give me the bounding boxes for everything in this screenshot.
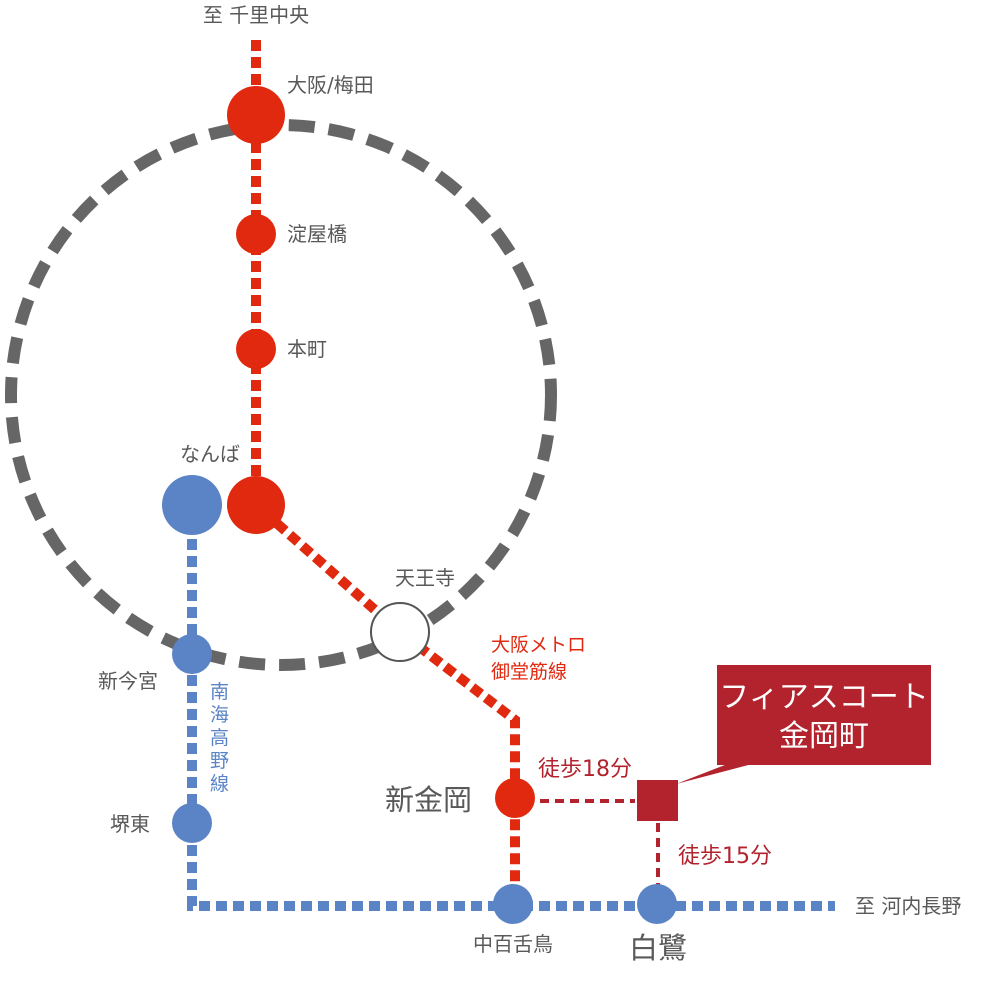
walk-time-shirasagi: 徒歩15分 — [678, 844, 772, 869]
walk-routes — [540, 799, 660, 885]
station-tennoji-marker — [370, 602, 430, 662]
station-shinkanaoka-label: 新金岡 — [385, 783, 472, 817]
station-shirasagi-label: 白鷺 — [629, 931, 687, 965]
station-yodoyabashi-label: 淀屋橋 — [287, 222, 347, 246]
line-label-metro-1: 大阪メトロ — [491, 634, 586, 656]
direction-north: 至 千里中央 — [203, 3, 309, 27]
station-shin-imamiya-label: 新今宮 — [98, 669, 158, 693]
nankai-koya-line — [187, 505, 835, 911]
station-namba-nankai-marker — [162, 475, 222, 535]
walk-time-shinkanaoka: 徒歩18分 — [538, 757, 632, 782]
station-shinkanaoka-marker — [495, 778, 535, 818]
station-namba-label: なんば — [180, 442, 240, 466]
station-namba-metro-marker — [227, 476, 285, 534]
midosuji-line — [251, 40, 520, 906]
station-tennoji-label: 天王寺 — [395, 566, 455, 590]
property-marker — [637, 780, 678, 821]
property-callout: フィアスコート 金岡町 — [676, 665, 931, 784]
line-label-metro-2: 御堂筋線 — [491, 661, 567, 683]
station-shirasagi-marker — [637, 884, 677, 924]
station-nakamozu-marker — [493, 884, 533, 924]
station-osaka-umeda-marker — [227, 86, 285, 144]
station-shin-imamiya-marker — [172, 634, 212, 674]
station-hommachi-marker — [236, 329, 276, 369]
station-sakaihigashi-label: 堺東 — [110, 812, 150, 836]
station-sakaihigashi-marker — [172, 803, 212, 843]
property-name-line2: 金岡町 — [779, 719, 869, 754]
direction-east: 至 河内長野 — [855, 894, 961, 918]
osaka-loop-line — [5, 119, 557, 671]
station-osaka-umeda-label: 大阪/梅田 — [287, 73, 374, 97]
station-hommachi-label: 本町 — [287, 337, 327, 361]
station-nakamozu-label: 中百舌鳥 — [473, 932, 553, 956]
station-yodoyabashi-marker — [236, 214, 276, 254]
property-name-line1: フィアスコート — [719, 680, 928, 715]
line-label-nankai: 南 海 高 野 線 — [210, 681, 235, 795]
